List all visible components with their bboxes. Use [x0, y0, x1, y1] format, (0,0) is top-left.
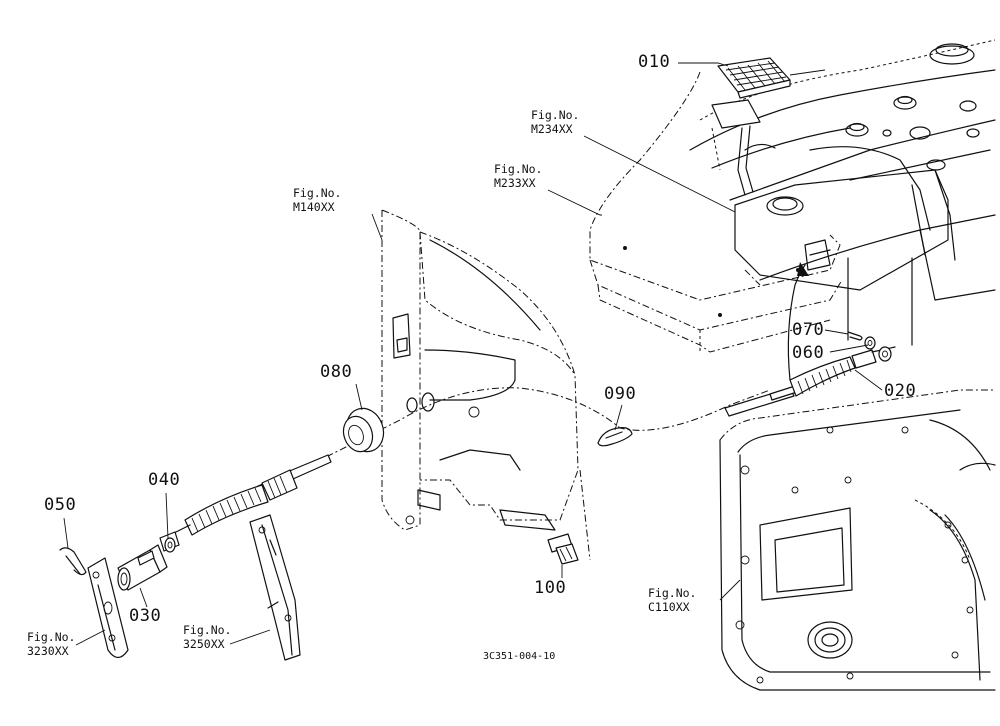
cable-clip [597, 427, 633, 447]
drawing-code: 3C351-004-10 [483, 651, 556, 662]
callout-080: 080 [320, 362, 353, 382]
fig-ref-code: M233XX [494, 176, 536, 190]
fig-ref-prefix: Fig.No. [293, 186, 342, 200]
callout-060: 060 [792, 343, 825, 363]
lever-bracket-right [249, 514, 301, 661]
floor-deck-plate [689, 39, 996, 301]
fig-ref-prefix: Fig.No. [27, 630, 76, 644]
step-floor-panel [589, 71, 949, 353]
lever-bracket-left [87, 557, 129, 659]
flange-bolt [547, 533, 579, 565]
fig-ref-prefix: Fig.No. [183, 623, 232, 637]
callout-040: 040 [148, 470, 181, 490]
fig-ref-prefix: Fig.No. [531, 108, 580, 122]
side-cover-panel [381, 209, 591, 561]
dust-seal-grommet [342, 407, 385, 453]
fig-ref-3250: Fig.No. 3250XX [183, 623, 231, 651]
callout-100: 100 [534, 578, 567, 598]
callout-070: 070 [792, 320, 825, 340]
cable-routing [229, 262, 809, 499]
fig-ref-code: 3230XX [27, 644, 69, 658]
brake-cable-assembly [724, 346, 896, 417]
brake-pedal [711, 57, 791, 196]
yoke-clevis [117, 544, 168, 591]
fig-ref-code: M140XX [293, 200, 335, 214]
callout-030: 030 [129, 606, 162, 626]
cable-end-left [159, 454, 332, 552]
callout-020: 020 [884, 381, 917, 401]
fig-ref-m140: Fig.No. M140XX [293, 186, 341, 214]
fig-ref-c110: Fig.No. C110XX [648, 586, 696, 614]
fig-ref-prefix: Fig.No. [648, 586, 697, 600]
transmission-housing [719, 269, 996, 691]
fig-ref-code: 3250XX [183, 637, 225, 651]
fig-ref-code: M234XX [531, 122, 573, 136]
callout-090: 090 [604, 384, 637, 404]
fig-ref-m233: Fig.No. M233XX [494, 162, 542, 190]
washer-and-split-pin [847, 331, 876, 350]
snap-pin [59, 547, 87, 576]
fig-ref-code: C110XX [648, 600, 690, 614]
callout-010: 010 [638, 52, 671, 72]
fig-ref-m234: Fig.No. M234XX [531, 108, 579, 136]
fig-ref-3230: Fig.No. 3230XX [27, 630, 75, 658]
callout-050: 050 [44, 495, 77, 515]
leader-lines [63, 62, 883, 646]
plain-washer [164, 537, 176, 553]
fig-ref-prefix: Fig.No. [494, 162, 543, 176]
